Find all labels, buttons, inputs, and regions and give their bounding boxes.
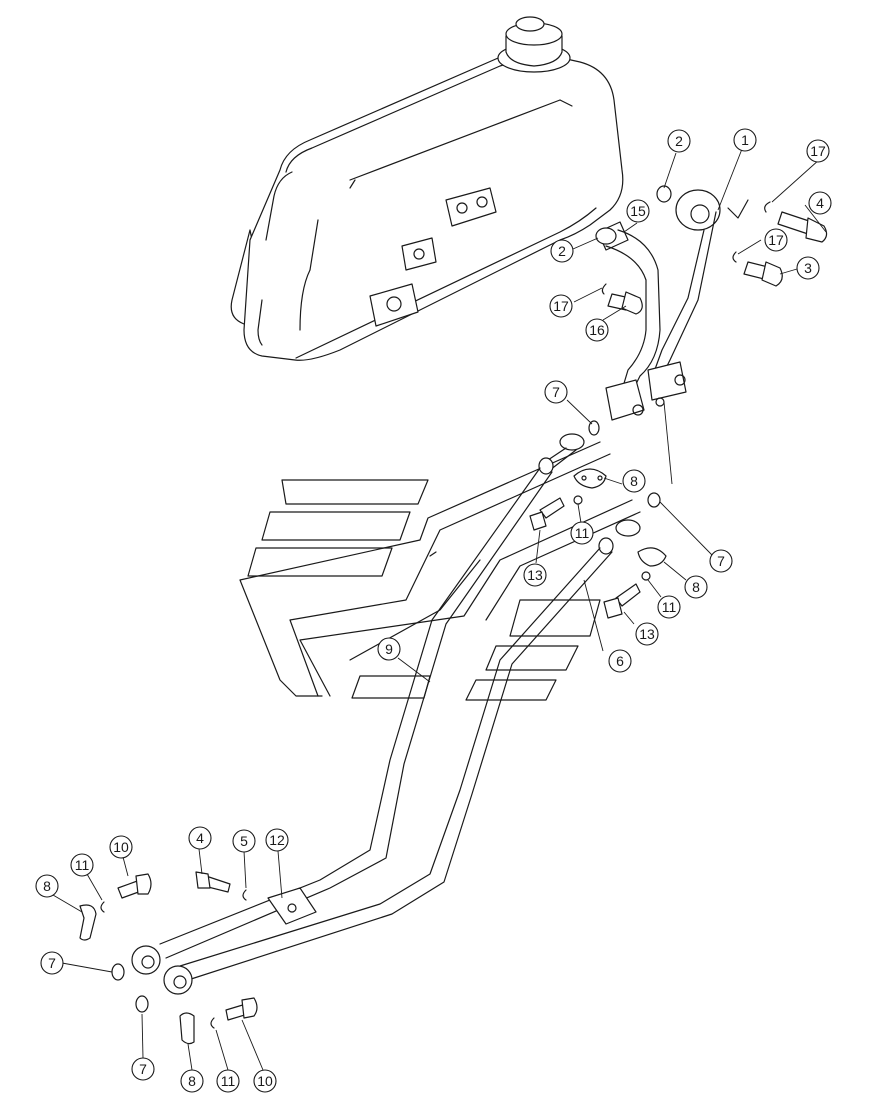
svg-text:8: 8: [692, 579, 700, 595]
svg-text:8: 8: [630, 473, 638, 489]
svg-text:8: 8: [43, 878, 51, 894]
callout-11: 11: [657, 595, 681, 619]
fuel-lines: [131, 433, 641, 995]
callout-10: 10: [109, 835, 133, 859]
callout-1: 1: [733, 128, 757, 152]
svg-text:5: 5: [240, 833, 248, 849]
callout-7: 7: [709, 549, 733, 573]
callout-11: 11: [70, 853, 94, 877]
svg-text:3: 3: [804, 260, 812, 276]
callout-15: 15: [626, 199, 650, 223]
leader-lines: [52, 148, 827, 1071]
svg-text:11: 11: [575, 525, 590, 541]
callout-7: 7: [131, 1057, 155, 1081]
svg-text:6: 6: [616, 653, 624, 669]
svg-text:9: 9: [385, 641, 393, 657]
callouts: 1 2 2 3 4 4 5 6 7 7 7 7 8 8 8 8 9 10 10 …: [35, 128, 832, 1093]
svg-text:7: 7: [139, 1061, 147, 1077]
svg-text:11: 11: [75, 857, 90, 873]
svg-text:4: 4: [196, 830, 204, 846]
callout-12: 12: [265, 828, 289, 852]
callout-9: 9: [377, 637, 401, 661]
svg-text:13: 13: [527, 567, 543, 583]
svg-text:17: 17: [553, 298, 569, 314]
callout-7: 7: [544, 380, 568, 404]
tank-outlet-fittings: [595, 185, 721, 421]
svg-text:4: 4: [816, 195, 824, 211]
svg-text:17: 17: [810, 143, 826, 159]
lower-fasteners: [79, 871, 258, 1045]
callout-8: 8: [180, 1069, 204, 1093]
svg-text:10: 10: [113, 839, 129, 855]
svg-text:2: 2: [558, 243, 566, 259]
svg-text:16: 16: [589, 322, 605, 338]
callout-17: 17: [806, 139, 830, 163]
svg-text:10: 10: [257, 1073, 273, 1089]
frame-outline: [239, 441, 641, 701]
callout-5: 5: [232, 829, 256, 853]
fuel-tank: [230, 16, 624, 361]
callout-4: 4: [188, 826, 212, 850]
callout-16: 16: [585, 318, 609, 342]
callout-13: 13: [523, 563, 547, 587]
callout-13: 13: [635, 622, 659, 646]
callout-8: 8: [35, 874, 59, 898]
callout-10: 10: [253, 1069, 277, 1093]
middle-fasteners: [529, 420, 667, 619]
callout-17: 17: [549, 294, 573, 318]
svg-text:13: 13: [639, 626, 655, 642]
callout-11: 11: [570, 521, 594, 545]
callout-3: 3: [796, 256, 820, 280]
callout-17: 17: [764, 228, 788, 252]
svg-text:11: 11: [662, 599, 677, 615]
callout-7: 7: [40, 951, 64, 975]
svg-text:17: 17: [768, 232, 784, 248]
svg-text:7: 7: [48, 955, 56, 971]
svg-text:8: 8: [188, 1073, 196, 1089]
callout-4: 4: [808, 191, 832, 215]
svg-text:12: 12: [269, 832, 285, 848]
svg-text:7: 7: [552, 384, 560, 400]
svg-text:15: 15: [630, 203, 646, 219]
svg-text:2: 2: [675, 133, 683, 149]
callout-8: 8: [622, 469, 646, 493]
upper-fasteners: [601, 199, 828, 315]
svg-text:7: 7: [717, 553, 725, 569]
callout-2: 2: [667, 129, 691, 153]
callout-11: 11: [216, 1069, 240, 1093]
callout-2: 2: [550, 239, 574, 263]
svg-text:1: 1: [741, 132, 749, 148]
svg-text:11: 11: [221, 1073, 236, 1089]
callout-8: 8: [684, 575, 708, 599]
callout-6: 6: [608, 649, 632, 673]
